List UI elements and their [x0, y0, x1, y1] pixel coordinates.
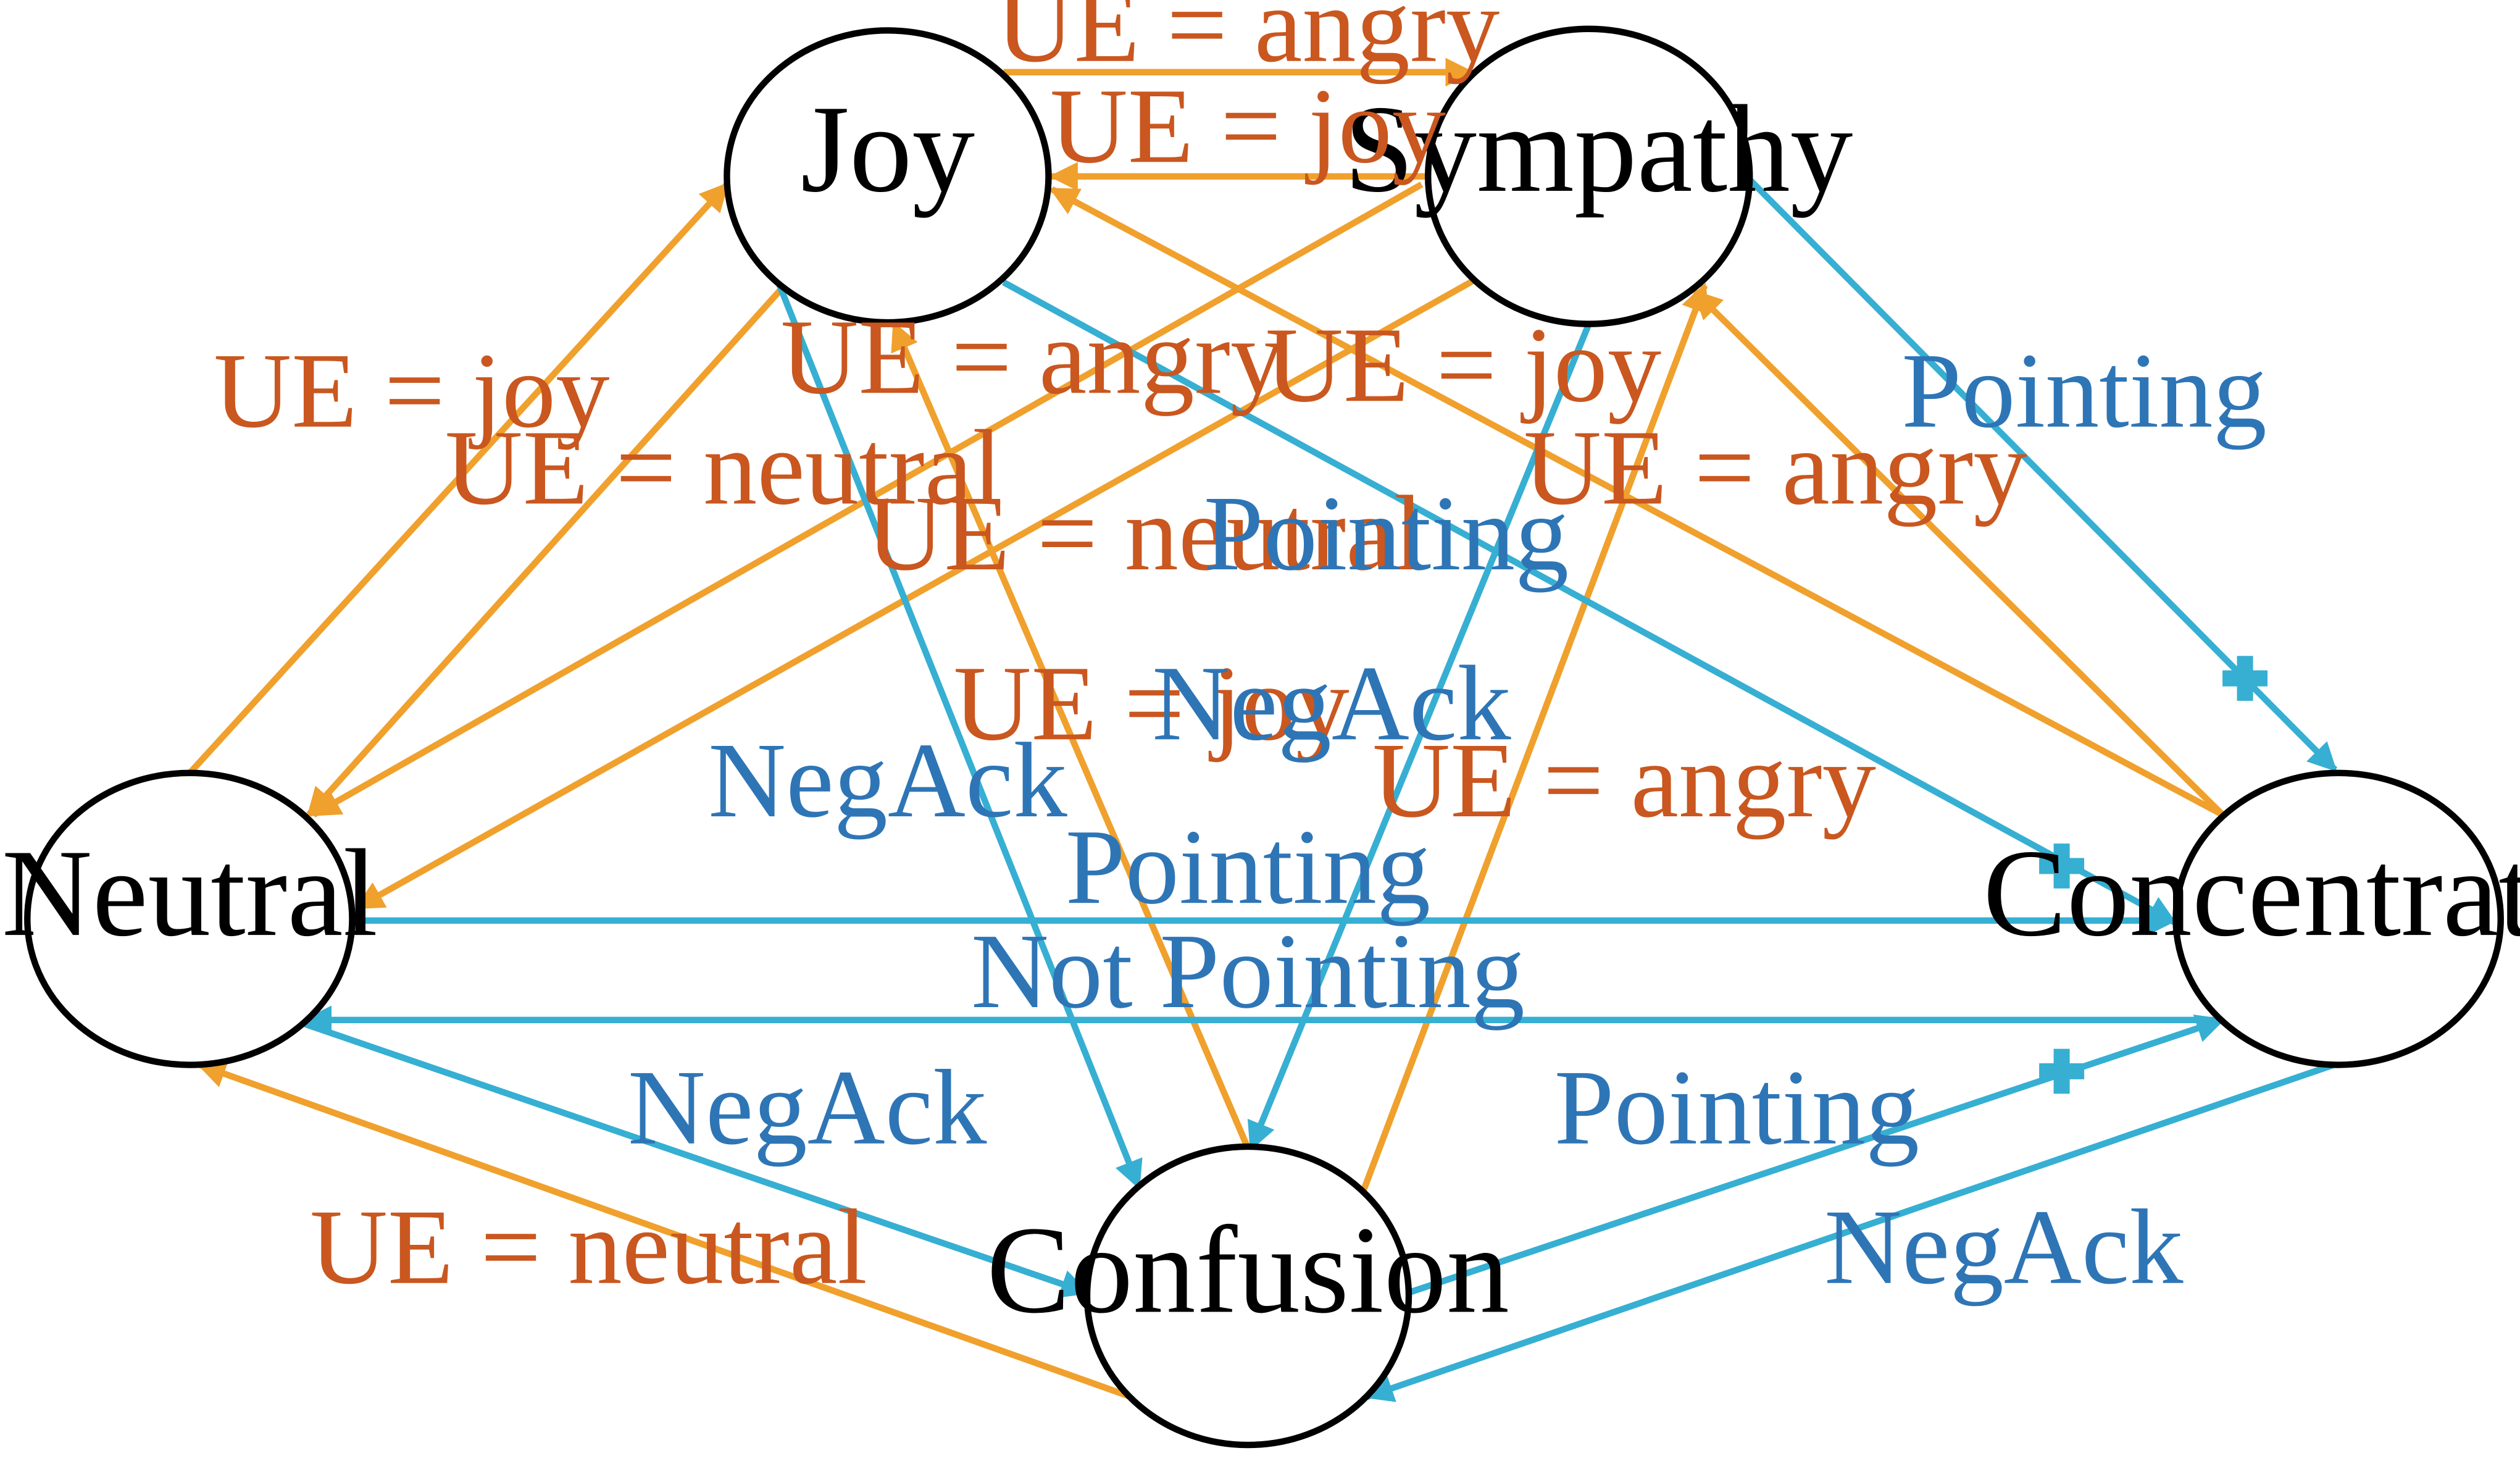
edge-label-joy-to-confusion: NegAck	[708, 721, 1067, 840]
edge-concentration-to-sympathy	[1692, 289, 2225, 818]
edge-label-confusion-to-joy-2: UE = joy	[953, 644, 1349, 763]
edge-concentration-to-confusion	[1364, 1060, 2340, 1402]
plus-marker-confusion-concentration	[2039, 1048, 2085, 1094]
edge-concentration-to-joy	[1049, 186, 2224, 818]
edge-label-concentration-to-confusion: NegAck	[1824, 1187, 2184, 1307]
edge-neutral-to-confusion	[301, 1020, 1090, 1298]
edge-joy-to-concentration	[1002, 279, 2177, 925]
edge-label-sympathy-to-neutral: UE = neutral	[866, 474, 1424, 593]
node-concentration	[2172, 769, 2504, 1068]
edge-neutral-to-joy	[187, 182, 730, 776]
edge-sympathy-to-neutral-2	[354, 276, 1478, 911]
plus-marker-sympathy-concentration	[2222, 656, 2268, 701]
edge-label-confusion-to-joy: UE = angry	[781, 298, 1285, 417]
node-label-confusion: Confusion	[987, 1200, 1509, 1339]
edge-label-concentration-to-neutral: Not Pointing	[971, 911, 1525, 1031]
edge-label-concentration-to-joy: UE = joy	[1266, 306, 1661, 425]
edge-label-joy-to-neutral: UE = neutral	[445, 408, 1003, 527]
edge-label-neutral-to-concentration: Pointing	[1066, 807, 1431, 926]
edge-label-confusion-to-neutral: UE = neutral	[310, 1187, 867, 1307]
edge-label-sympathy-to-concentration: Pointing	[1901, 331, 2267, 450]
edge-label-concentration-to-sympathy: UE = angry	[1524, 408, 2027, 527]
edge-confusion-to-neutral	[196, 1060, 1137, 1402]
plus-marker-joy-concentration	[2039, 843, 2085, 889]
node-label-joy: Joy	[801, 79, 975, 218]
edge-label-neutral-to-joy: UE = joy	[214, 331, 609, 450]
node-label-sympathy: Sympathy	[1344, 79, 1853, 218]
node-label-neutral: Neutral	[2, 823, 378, 962]
node-label-concentration: Concentration	[1983, 823, 2520, 962]
edge-label-neutral-to-confusion: NegAck	[628, 1048, 987, 1167]
edge-confusion-to-joy	[891, 321, 1251, 1150]
edge-sympathy-to-confusion	[1247, 322, 1592, 1151]
edge-label-sympathy-to-joy: UE = joy	[1050, 67, 1446, 186]
edge-joy-to-neutral	[306, 287, 784, 817]
edge-confusion-to-concentration	[1408, 1015, 2226, 1296]
node-confusion	[1083, 1143, 1412, 1449]
node-joy	[724, 27, 1052, 326]
edge-label-confusion-to-concentration: Pointing	[1554, 1048, 1920, 1167]
node-sympathy	[1425, 25, 1753, 327]
edge-label-joy-to-sympathy: UE = angry	[996, 0, 1500, 85]
edge-confusion-to-sympathy	[1361, 282, 1709, 1191]
edge-label-confusion-to-sympathy: UE = angry	[1372, 721, 1876, 840]
node-neutral	[24, 769, 356, 1068]
edge-joy-to-confusion	[775, 281, 1143, 1190]
edge-label-sympathy-to-confusion: NegAck	[1152, 644, 1511, 763]
edge-label-joy-to-concentration: Pointing	[1204, 474, 1569, 593]
